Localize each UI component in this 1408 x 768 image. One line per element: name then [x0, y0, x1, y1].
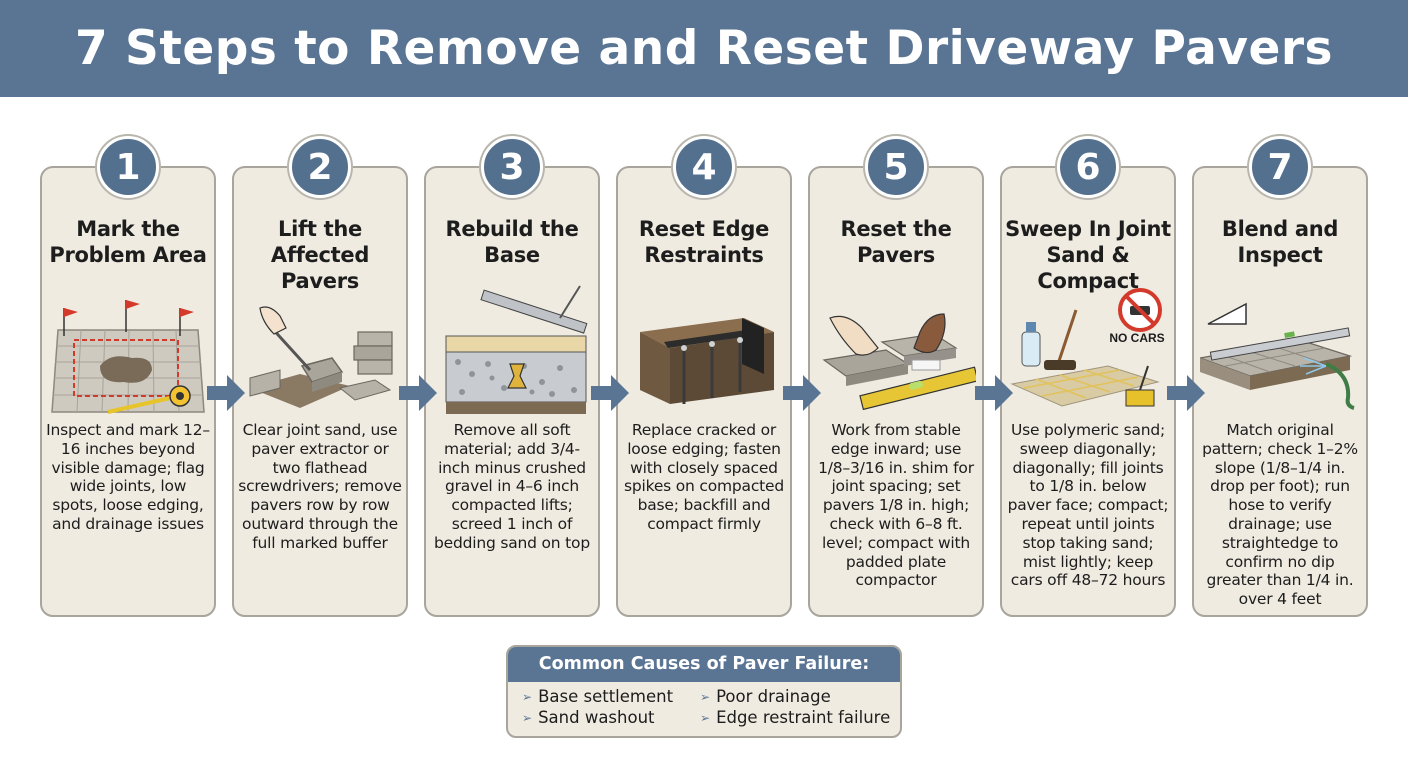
arrow-right-icon [975, 375, 1013, 411]
page-title: 7 Steps to Remove and Reset Driveway Pav… [74, 21, 1334, 76]
step-title: Mark the Problem Area [49, 217, 207, 267]
step-badge-7: 7 [1249, 136, 1311, 198]
step-description: Match original pattern; check 1–2% slope… [1202, 421, 1358, 609]
step-card-4: Reset Edge Restraints Replace cracked or… [616, 166, 792, 617]
cause-item: ➢Sand washout [522, 708, 655, 727]
step-title: Rebuild the Base [445, 217, 579, 267]
lift-pavers-illustration [249, 306, 393, 408]
mark-area-illustration [51, 300, 205, 414]
causes-list: ➢Base settlement ➢Poor drainage ➢Sand wa… [508, 682, 900, 727]
no-cars-label: NO CARS [1109, 331, 1164, 345]
step-badge-6: 6 [1057, 136, 1119, 198]
step-card-7: Blend and Inspect Match original pattern… [1192, 166, 1368, 617]
arrow-right-icon [591, 375, 629, 411]
inspect-illustration [1200, 302, 1355, 410]
arrow-right-icon [783, 375, 821, 411]
step-title: Reset the Pavers [840, 217, 952, 267]
edge-restraint-illustration [640, 318, 774, 404]
cause-item: ➢Base settlement [522, 687, 674, 706]
rebuild-base-illustration [445, 285, 588, 414]
bullet-arrow-icon: ➢ [700, 710, 711, 725]
step-badge-2: 2 [289, 136, 351, 198]
step-card-2: Lift the Affected Pavers Clear joint san… [232, 166, 408, 617]
step-card-6: Sweep In Joint Sand & Compact NO CARS Us… [1000, 166, 1176, 617]
joint-sand-illustration: NO CARS [1010, 288, 1165, 407]
step-title: Lift the Affected Pavers [270, 217, 370, 293]
step-badge-5: 5 [865, 136, 927, 198]
step-description: Inspect and mark 12–16 inches beyond vis… [46, 421, 210, 533]
bullet-arrow-icon: ➢ [522, 710, 533, 725]
bullet-arrow-icon: ➢ [522, 689, 533, 704]
step-badge-3: 3 [481, 136, 543, 198]
step-badge-1: 1 [97, 136, 159, 198]
step-description: Use polymeric sand; sweep diagonally; di… [1007, 421, 1169, 590]
step-card-3: Rebuild the Base Remove all soft materia… [424, 166, 600, 617]
arrow-right-icon [399, 375, 437, 411]
header-banner: 7 Steps to Remove and Reset Driveway Pav… [0, 0, 1408, 97]
causes-title: Common Causes of Paver Failure: [508, 647, 900, 682]
step-description: Work from stable edge inward; use 1/8–3/… [818, 421, 974, 590]
common-causes-box: Common Causes of Paver Failure: ➢Base se… [506, 645, 902, 738]
step-card-5: Reset the Pavers Work from stable edge i… [808, 166, 984, 617]
cause-item: ➢Poor drainage [700, 687, 831, 706]
bullet-arrow-icon: ➢ [700, 689, 711, 704]
step-description: Clear joint sand, use paver extractor or… [238, 421, 402, 552]
step-description: Remove all soft material; add 3/4-inch m… [434, 421, 590, 552]
cause-item: ➢Edge restraint failure [700, 708, 891, 727]
reset-pavers-illustration [822, 313, 976, 411]
arrow-right-icon [1167, 375, 1205, 411]
step-title: Blend and Inspect [1221, 217, 1339, 267]
step-title: Sweep In Joint Sand & Compact [1005, 217, 1171, 293]
step-card-1: Mark the Problem Area Inspect and mark 1… [40, 166, 216, 617]
step-badge-4: 4 [673, 136, 735, 198]
step-title: Reset Edge Restraints [638, 217, 770, 267]
step-description: Replace cracked or loose edging; fasten … [623, 421, 785, 533]
arrow-right-icon [207, 375, 245, 411]
